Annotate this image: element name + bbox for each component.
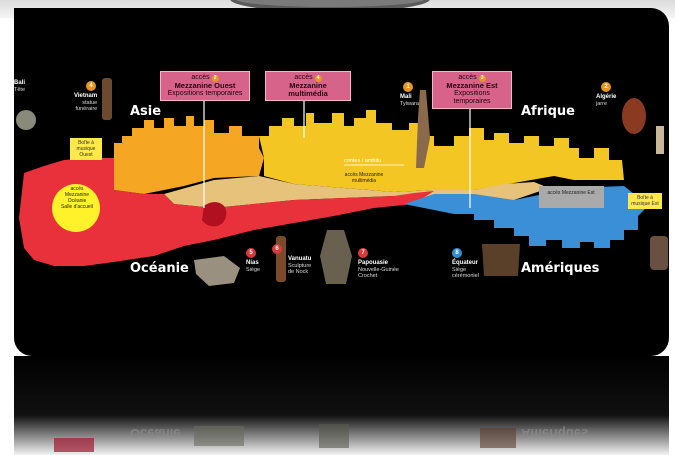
- region-oceanie: Océanie: [130, 261, 189, 276]
- vietnam-caption: Vietnam statue funéraire: [74, 93, 97, 113]
- algerie-jar: [622, 98, 646, 134]
- mezz-centrale-label: accès Mezzanine multimédia: [344, 172, 384, 184]
- reflection-equateur: [480, 428, 516, 448]
- algerie-number: 2: [601, 82, 611, 92]
- vanuatu-title: Vanuatu: [288, 256, 312, 262]
- mezz-ameriques-label: accès Mezzanine Est: [547, 190, 595, 196]
- ameriques-mezzanine-block: [539, 186, 604, 208]
- region-ameriques: Amériques: [521, 261, 600, 276]
- algerie-title: Algérie: [596, 94, 617, 100]
- vanuatu-l2: de Nock: [288, 269, 309, 275]
- bali-head: [16, 110, 36, 130]
- vietnam-l1: statue: [82, 99, 98, 106]
- boite-musique-est[interactable]: Boîte à musique Est: [628, 193, 662, 209]
- papouasie-title: Papouasie: [358, 260, 389, 266]
- vanuatu-number: 6: [272, 244, 282, 254]
- region-asie: Asie: [130, 104, 162, 119]
- oceanie-circle: [52, 184, 100, 232]
- bali-l1: Tête: [14, 86, 26, 93]
- wood-sculpture: [656, 126, 664, 154]
- asie-zone: [114, 116, 264, 194]
- mezz-est-title: Mezzanine Est: [446, 81, 498, 90]
- reflection-ameriques: Amériques: [521, 426, 589, 441]
- vanuatu-caption: Vanuatu Sculpture de Nock: [288, 256, 311, 276]
- mali-tyiwara: [416, 90, 430, 168]
- mali-caption: Mali Tyiwara: [400, 94, 419, 107]
- mezz-ouest-sub: Expositions temporaires: [167, 90, 243, 97]
- reflection-papouasie: [319, 424, 349, 448]
- papouasie-figure: [320, 230, 352, 284]
- equateur-l2: cérémoniel: [452, 273, 479, 279]
- equateur-seat: [482, 244, 520, 276]
- map-plan: [16, 78, 668, 286]
- nias-title: Nias: [246, 260, 259, 266]
- mali-number: 1: [403, 82, 413, 92]
- mezzanine-est-box[interactable]: accès 3 Mezzanine Est Expositions tempor…: [432, 71, 512, 109]
- reflection: Océanie Amériques: [14, 356, 669, 455]
- vanuatu-sculpture: [276, 236, 286, 282]
- salle-accueil-label: Salle d'accueil: [61, 204, 93, 210]
- vietnam-title: Vietnam: [74, 93, 98, 99]
- mezzanine-ouest-box[interactable]: accès 2 Mezzanine Ouest Expositions temp…: [160, 71, 250, 101]
- region-afrique: Afrique: [521, 104, 575, 119]
- mezz-oceanie-label: accès Mezzanine Océanie: [64, 186, 90, 204]
- oceanie-zone: [19, 158, 434, 266]
- central-zone: [259, 110, 624, 192]
- ameriques-mask: [650, 236, 668, 270]
- bali-caption: Bali Tête: [14, 80, 25, 93]
- nias-seat: [194, 256, 240, 286]
- reflection-nias: [194, 426, 244, 446]
- equateur-title: Équateur: [452, 260, 479, 266]
- contes-label: contes / ambitu: [344, 158, 382, 164]
- nias-number: 5: [246, 248, 256, 258]
- oceanie-blob: [202, 202, 227, 227]
- mezz-est-num: 3: [478, 75, 486, 82]
- equateur-caption: Équateur Siège cérémoniel: [452, 260, 479, 280]
- boite-musique-ouest[interactable]: Boîte à musique Ouest: [70, 138, 102, 160]
- mezz-est-kicker: accès: [458, 74, 477, 81]
- mezz-ouest-title: Mezzanine Ouest: [174, 81, 236, 90]
- mezzanine-multimedia-box[interactable]: accès 4 Mezzanine multimédia: [265, 71, 351, 101]
- papouasie-number: 7: [358, 248, 368, 258]
- mali-l1: Tyiwara: [400, 100, 419, 107]
- mezz-multimedia-title: Mezzanine multimédia: [288, 81, 328, 98]
- papouasie-l1: Nouvelle-Guinée: [358, 266, 399, 273]
- vanuatu-l1: Sculpture: [288, 262, 312, 269]
- reflection-oceanie: Océanie: [130, 426, 181, 441]
- algerie-caption: Algérie jarre: [596, 94, 616, 107]
- equateur-l1: Siège: [452, 266, 467, 273]
- corridor-zone: [164, 176, 549, 208]
- vietnam-number: 4: [86, 81, 96, 91]
- vietnam-statue: [102, 78, 112, 120]
- equateur-number: 8: [452, 248, 462, 258]
- algerie-l1: jarre: [596, 100, 608, 107]
- bali-title: Bali: [14, 80, 26, 86]
- nias-l1: Siège: [246, 266, 261, 273]
- nias-caption: Nias Siège: [246, 260, 260, 273]
- mezz-multimedia-kicker: accès: [294, 74, 313, 81]
- reflection-red: [54, 438, 94, 452]
- museum-map: Asie Afrique Océanie Amériques accès 2 M…: [14, 8, 669, 356]
- mezz-est-sub: Expositions temporaires: [453, 90, 491, 105]
- mezz-ouest-num: 2: [211, 75, 219, 82]
- papouasie-l2: Crochet: [358, 273, 378, 279]
- mali-title: Mali: [400, 94, 412, 100]
- papouasie-caption: Papouasie Nouvelle-Guinée Crochet: [358, 260, 399, 280]
- mezz-multimedia-num: 4: [314, 75, 322, 82]
- mezz-ouest-kicker: accès: [191, 74, 210, 81]
- vietnam-l2: funéraire: [75, 106, 98, 112]
